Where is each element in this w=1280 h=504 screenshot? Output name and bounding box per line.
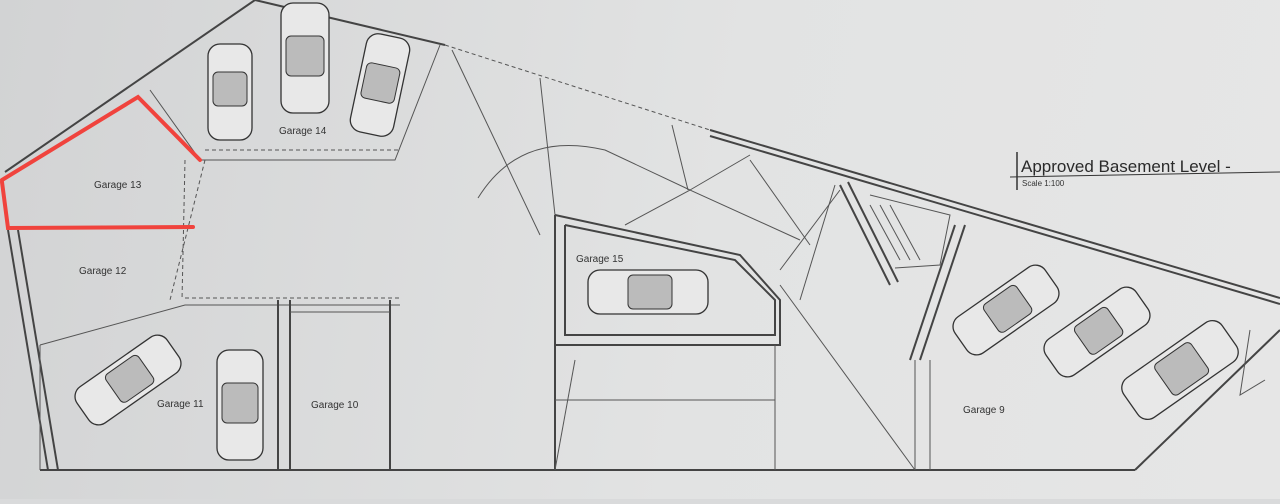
title-block: Approved Basement Level - Scale 1:100 [1009,152,1280,190]
drawing-scale: Scale 1:100 [1022,179,1065,188]
garage-13-label: Garage 13 [94,180,142,191]
garage-15-label: Garage 15 [576,254,624,265]
garage-9-label: Garage 9 [963,405,1005,416]
cars [74,2,1239,461]
garage-12-label: Garage 12 [79,266,127,277]
garage-14-label: Garage 14 [279,126,327,137]
garage-10-label: Garage 10 [311,400,359,411]
outer-walls [4,0,1280,471]
garage-11-label: Garage 11 [157,399,204,410]
drawing-title: Approved Basement Level - [1021,157,1231,176]
interior-lines [39,44,1266,471]
garage-13-highlight [0,94,202,231]
